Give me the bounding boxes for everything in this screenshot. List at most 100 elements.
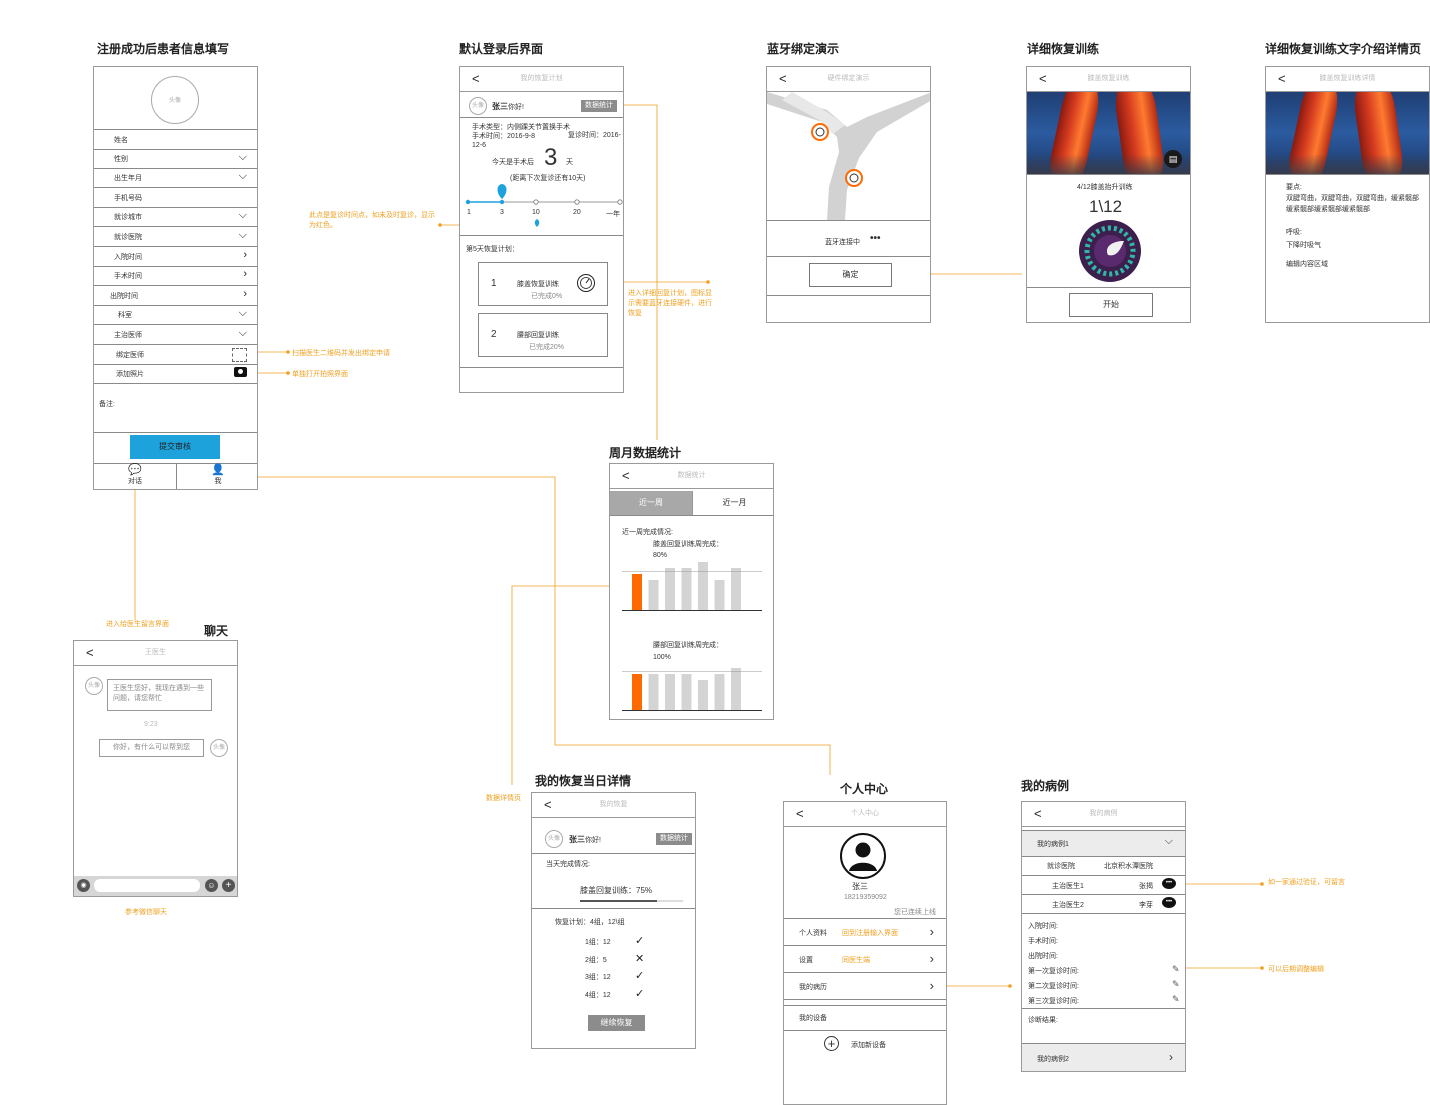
note-wechat: 参考微信聊天 — [125, 909, 167, 916]
confirm-button[interactable]: 确定 — [809, 263, 892, 287]
bar — [681, 568, 692, 610]
bar — [665, 568, 675, 610]
timeline[interactable] — [460, 179, 624, 229]
plan-progress: 已完成20% — [529, 344, 565, 351]
tab-week[interactable]: 近一周 — [610, 491, 692, 515]
tab-chat[interactable]: 💬 对话 — [94, 465, 176, 486]
doctor2-name: 李芽 — [1139, 902, 1153, 909]
group-label: 1组：12 — [585, 939, 611, 946]
form-row[interactable]: 科室⌵ — [94, 305, 257, 326]
timeline-label: 1 — [467, 209, 471, 216]
user-name: 张三 — [852, 882, 868, 891]
form-row[interactable]: 添加照片 — [94, 364, 257, 385]
plan-card-1[interactable]: 1 膝盖恢复训练 已完成0% — [478, 262, 608, 306]
emoji-icon[interactable]: ☺ — [205, 879, 218, 892]
plan-card-2[interactable]: 2 腰部回复训练 已完成20% — [478, 313, 608, 357]
form-row[interactable]: 性别⌵ — [94, 149, 257, 169]
back-icon[interactable]: < — [779, 71, 787, 86]
note-timeline: 此点是复诊时间点，如未及时复诊，显示为红色。 — [309, 212, 435, 229]
form-row[interactable]: 姓名 — [94, 129, 257, 150]
plus-icon[interactable]: + — [222, 879, 235, 892]
user-avatar-icon[interactable] — [840, 833, 886, 879]
today-prefix: 今天是手术后 — [492, 159, 534, 166]
form-row[interactable]: 手术时间› — [94, 266, 257, 287]
header-title: 个人中心 — [851, 810, 879, 817]
bar — [714, 674, 725, 710]
timeline-label: 20 — [573, 209, 581, 216]
form-row[interactable]: 手机号码 — [94, 188, 257, 208]
form-row[interactable]: 就诊城市⌵ — [94, 207, 257, 228]
submit-button[interactable]: 提交审核 — [130, 435, 220, 459]
bar — [714, 580, 725, 610]
profile-menu-item[interactable]: 个人资料回到注册输入界面› — [784, 918, 946, 946]
profile-menu-item[interactable]: 设置同医生端› — [784, 945, 946, 973]
stats-button[interactable]: 数据统计 — [656, 833, 692, 845]
plan-number: 2 — [491, 329, 497, 340]
add-icon[interactable]: + — [824, 1036, 839, 1051]
screen3-title: 蓝牙绑定演示 — [767, 42, 840, 56]
tab-me[interactable]: 👤 我 — [177, 465, 257, 486]
screen7-title: 聊天 — [204, 624, 229, 638]
back-icon[interactable]: < — [86, 645, 94, 660]
my-devices[interactable]: 我的设备 — [799, 1015, 827, 1022]
chevron-right-icon: › — [929, 951, 934, 966]
form-row[interactable]: 入院时间› — [94, 247, 257, 267]
knee-photo — [1266, 92, 1429, 174]
form-row[interactable]: 主治医师⌵ — [94, 325, 257, 345]
profile-screen: <个人中心 张三 18219359092 您已连续上线 个人资料回到注册输入界面… — [783, 801, 947, 1105]
back-icon[interactable]: < — [622, 468, 630, 483]
back-icon[interactable]: < — [1034, 806, 1042, 821]
plan-name: 腰部回复训练 — [517, 332, 559, 339]
back-icon[interactable]: < — [544, 797, 552, 812]
continue-button[interactable]: 继续恢复 — [588, 1015, 645, 1031]
form-row[interactable]: 出院时间› — [94, 286, 257, 306]
form-field-label: 添加照片 — [116, 371, 144, 379]
form-row[interactable]: 就诊医院⌵ — [94, 227, 257, 247]
menu-label: 设置 — [799, 957, 813, 964]
case2-row[interactable]: 我的病例2 › — [1022, 1043, 1185, 1071]
start-button[interactable]: 开始 — [1069, 293, 1153, 317]
pencil-icon[interactable]: ✎ — [1172, 964, 1180, 974]
greeting: 张三你好! — [492, 102, 524, 111]
stats-button[interactable]: 数据统计 — [581, 100, 617, 112]
diagnosis-label: 诊断结果: — [1028, 1017, 1058, 1024]
training-caption: 4/12膝盖抬升训练 — [1077, 184, 1133, 191]
camera-icon[interactable] — [234, 367, 247, 378]
cross-icon: ✕ — [635, 952, 645, 965]
bluetooth-screen: <硬件绑定演示 蓝牙连接中 ••• 确定 — [766, 66, 931, 323]
qr-scan-icon[interactable] — [232, 347, 247, 362]
form-row[interactable]: 出生年月⌵ — [94, 168, 257, 189]
back-icon[interactable]: < — [1039, 71, 1047, 86]
edit-area[interactable]: 编辑内容区域 — [1286, 261, 1328, 268]
form-field-label: 绑定医师 — [116, 351, 144, 359]
menu-label: 我的病历 — [799, 984, 827, 991]
profile-menu-item[interactable]: 我的病历› — [784, 972, 946, 1000]
form-field-label: 手机号码 — [114, 194, 142, 202]
greeting: 张三你好! — [569, 835, 601, 844]
case2-label: 我的病例2 — [1037, 1056, 1069, 1063]
screen2-title: 默认登录后界面 — [459, 42, 544, 56]
voice-icon[interactable]: ◉ — [77, 879, 90, 892]
chat-input[interactable] — [94, 879, 200, 892]
connection-status: 蓝牙连接中 — [825, 239, 860, 246]
message-icon[interactable]: ••• — [1162, 897, 1176, 908]
form-row[interactable]: 绑定医师 — [94, 345, 257, 365]
message-icon[interactable]: ••• — [1162, 878, 1176, 889]
timeline-label: 3 — [500, 209, 504, 216]
back-icon[interactable]: < — [796, 806, 804, 821]
back-icon[interactable]: < — [472, 71, 480, 86]
pencil-icon[interactable]: ✎ — [1172, 979, 1180, 989]
form-field-label: 就诊城市 — [114, 214, 142, 222]
add-device[interactable]: 添加新设备 — [851, 1042, 886, 1049]
tab-month[interactable]: 近一月 — [692, 491, 773, 515]
note-detail: 数据详情页 — [486, 795, 521, 802]
book-icon[interactable]: ▤ — [1164, 150, 1182, 168]
avatar[interactable]: 头像 — [151, 76, 199, 124]
case1-header[interactable]: 我的病例1 ⌵ — [1022, 830, 1185, 857]
pencil-icon[interactable]: ✎ — [1172, 994, 1180, 1004]
knee-illustration — [767, 92, 930, 220]
back-icon[interactable]: < — [1278, 71, 1286, 86]
doctor1-label: 主治医生1 — [1052, 883, 1084, 890]
bar — [632, 674, 642, 710]
